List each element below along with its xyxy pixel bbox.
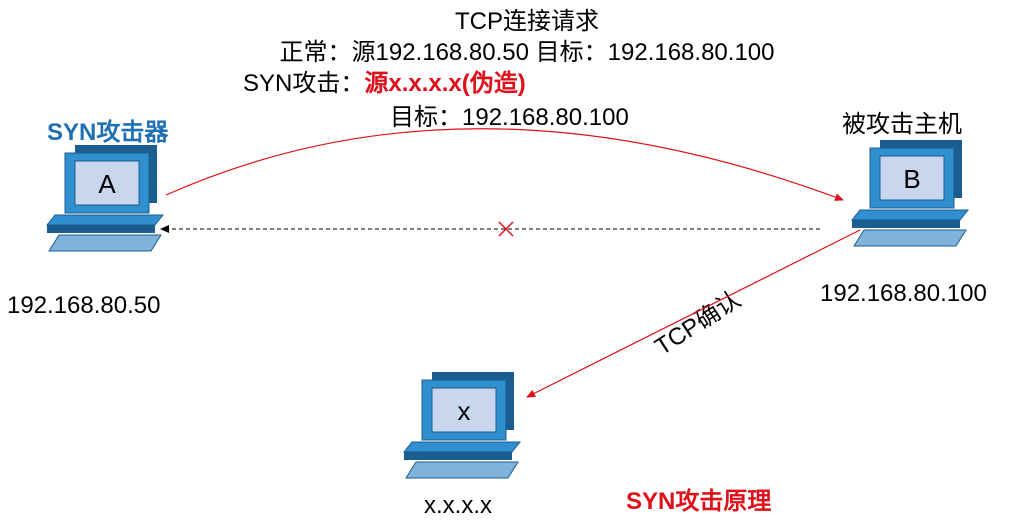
victim-ip: 192.168.80.100 bbox=[820, 280, 987, 307]
spoofed-computer-icon: x bbox=[402, 372, 522, 479]
attacker-title: SYN攻击器 bbox=[47, 119, 169, 146]
syn-attack-prefix: SYN攻击： bbox=[243, 70, 365, 97]
attacker-ip: 192.168.80.50 bbox=[7, 292, 161, 319]
attack-target-line: 目标：192.168.80.100 bbox=[390, 104, 629, 131]
spoofed-screen-letter: x bbox=[458, 396, 471, 426]
attacker-computer-icon: A bbox=[45, 145, 165, 252]
diagram-caption: SYN攻击原理 bbox=[626, 488, 772, 515]
victim-title: 被攻击主机 bbox=[842, 111, 962, 138]
normal-request-line: 正常：源192.168.80.50 目标：192.168.80.100 bbox=[279, 39, 775, 66]
forged-source-label: 源x.x.x.x(伪造) bbox=[364, 70, 526, 97]
blocked-cross-icon bbox=[498, 221, 514, 237]
syn-attack-line: SYN攻击：源x.x.x.x(伪造) bbox=[243, 72, 526, 96]
victim-screen-letter: B bbox=[903, 164, 920, 194]
spoofed-ip: x.x.x.x bbox=[424, 492, 493, 519]
victim-computer-icon: B bbox=[850, 140, 970, 247]
request-title: TCP连接请求 bbox=[455, 8, 599, 35]
syn-request-arrow bbox=[165, 128, 844, 201]
attacker-screen-letter: A bbox=[98, 169, 116, 199]
tcp-ack-arrow bbox=[526, 229, 861, 398]
